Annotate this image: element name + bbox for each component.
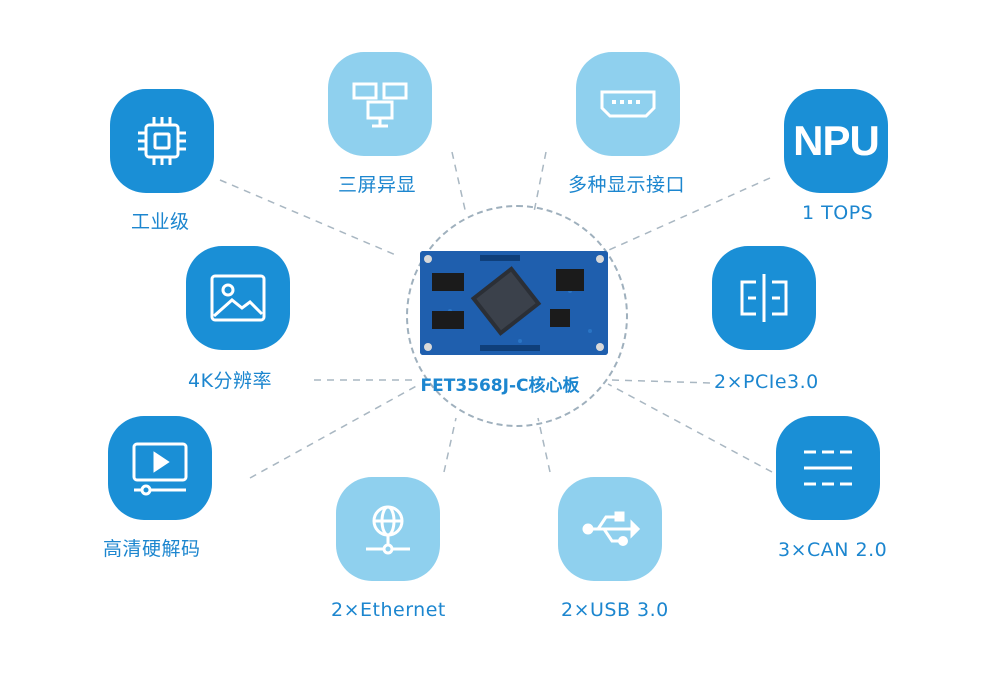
ethernet-label: 2×Ethernet (331, 599, 446, 621)
connector-ethernet (443, 417, 457, 473)
image-icon (210, 274, 266, 322)
connector-usb (537, 417, 551, 473)
usb-icon (582, 511, 641, 546)
ethernet-tile (336, 477, 440, 581)
display-interfaces-tile (576, 52, 680, 156)
triple-display-tile (328, 52, 432, 156)
resolution-tile (186, 246, 290, 350)
npu-tile: NPU (784, 89, 888, 193)
hd-decode-tile (108, 416, 212, 520)
npu-icon: NPU (793, 117, 880, 164)
usb-tile (558, 477, 662, 581)
hdmi-port-icon (600, 90, 656, 118)
can-tile (776, 416, 880, 520)
globe-network-icon (366, 505, 410, 555)
pcie-icon (740, 274, 788, 322)
connector-pcie (611, 379, 713, 384)
pcie-tile (712, 246, 816, 350)
npu-label: 1 TOPS (802, 202, 874, 224)
connector-npu (599, 177, 771, 255)
can-label: 3×CAN 2.0 (778, 539, 888, 561)
triple-display-label: 三屏异显 (338, 174, 417, 196)
pcie-label: 2×PCIe3.0 (714, 371, 819, 393)
core-board-ring (406, 205, 628, 427)
industrial-label: 工业级 (131, 211, 190, 233)
display-interfaces-label: 多种显示接口 (568, 174, 686, 196)
chip-icon (138, 117, 186, 165)
connector-industrial (219, 179, 399, 257)
resolution-label: 4K分辨率 (188, 370, 273, 392)
connector-hd-decode (249, 383, 421, 479)
core-board-image (420, 251, 608, 355)
connector-can (607, 383, 773, 473)
industrial-tile (110, 89, 214, 193)
hd-decode-label: 高清硬解码 (103, 538, 201, 560)
can-bus-icon (804, 450, 852, 486)
connector-triple-display (451, 151, 467, 215)
video-player-icon (132, 442, 188, 496)
screens-icon (352, 82, 408, 128)
usb-label: 2×USB 3.0 (561, 599, 669, 621)
connector-display-interfaces (533, 151, 547, 213)
